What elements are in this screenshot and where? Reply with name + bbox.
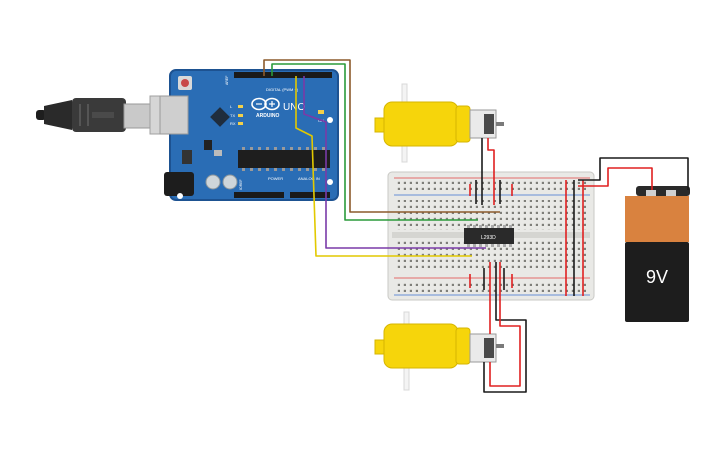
wire-brown[interactable]: [263, 59, 500, 213]
power-jack: [164, 172, 194, 196]
power-header: [234, 192, 284, 198]
usb-jack: [159, 95, 189, 135]
wire-purple[interactable]: [303, 76, 486, 249]
analog-header-label: ANALOG IN: [298, 176, 320, 181]
microcontroller-chip: [238, 150, 330, 168]
board-brand: ARDUINO: [256, 113, 279, 119]
wires: [263, 59, 689, 393]
battery-label: 9V: [646, 267, 668, 287]
motor-driver-chip[interactable]: L293D: [464, 225, 514, 247]
wire-green[interactable]: [271, 63, 478, 221]
analog-header: [290, 192, 330, 198]
wire-yellow[interactable]: [295, 76, 472, 257]
digital-header-label: DIGITAL (PWM ~): [266, 87, 299, 92]
aref-label: AREF: [225, 76, 229, 85]
led-label-tx: TX: [230, 113, 235, 118]
wire-battery-black[interactable]: [578, 157, 689, 190]
motor-bottom[interactable]: [374, 311, 504, 391]
led-label-rx: RX: [230, 121, 236, 126]
wire-motor-top-red[interactable]: [487, 138, 495, 205]
wire-motor-bottom-black[interactable]: [483, 262, 527, 393]
battery-9v[interactable]: 9V: [625, 186, 690, 322]
led-label-l: L: [230, 104, 233, 109]
wire-battery-red[interactable]: [578, 167, 653, 190]
usb-cable: [36, 95, 179, 135]
digital-header: [234, 72, 332, 78]
ioref-label: IOREF: [239, 179, 243, 190]
power-header-label: POWER: [268, 176, 283, 181]
arduino-logo-icon: [251, 97, 280, 111]
motor-top[interactable]: [374, 83, 504, 163]
motor-driver-label: L293D: [481, 235, 496, 241]
board-model: UNO: [283, 102, 305, 113]
